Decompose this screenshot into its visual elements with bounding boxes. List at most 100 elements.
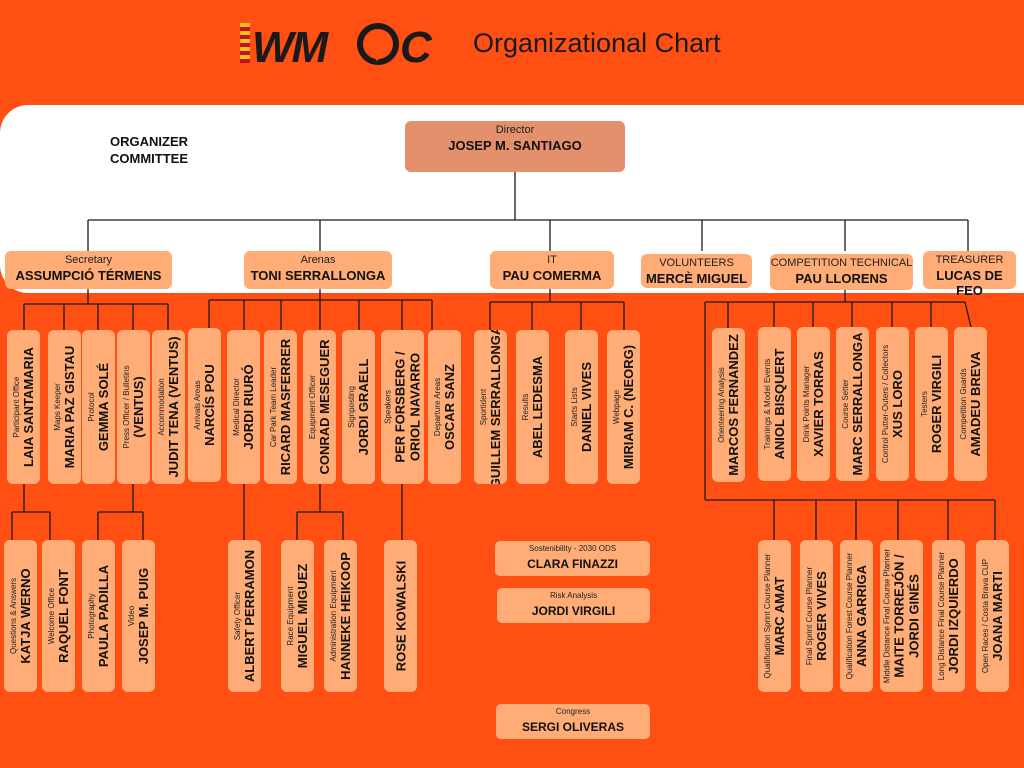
director-box: Director JOSEP M. SANTIAGO [405, 121, 625, 172]
logo-c: C [400, 23, 433, 68]
catalan-flag-icon [240, 23, 250, 63]
member-role: Maps Keeper [52, 383, 62, 431]
head-name: TONI SERRALLONGA [250, 268, 386, 283]
member-name: KATJA WERNO [17, 568, 33, 664]
member-name: MIRIAM C. (NEORG) [620, 344, 636, 470]
member-name: DANIEL VIVES [578, 361, 594, 453]
member-name: CONRAD MESEGUER [316, 339, 332, 475]
head-role: VOLUNTEERS [659, 257, 734, 269]
member-role: Photography [86, 593, 96, 639]
member-role: Safety Officer [232, 591, 242, 641]
member-role: Administration Equipment [328, 570, 338, 662]
member-name: ABEL LEDESMA [529, 355, 545, 459]
member-role: Open Races / Costa Brava CUP [980, 558, 990, 674]
member-name: GEMMA SOLÉ [95, 362, 111, 452]
head-name: ASSUMPCIÓ TÉRMENS [15, 268, 162, 283]
member-name: MARC SERRALLONGA [849, 332, 865, 476]
head-role: IT [547, 254, 557, 266]
member-role: Welcome Office [46, 587, 56, 645]
head-box-treasurer: TREASURER LUCAS DE FEO [923, 251, 1016, 298]
member-role: Starts Lists [569, 387, 579, 427]
member-name: JOSEP M. PUIG [135, 567, 151, 665]
member-role: Equipment Officer [307, 375, 317, 439]
member-name: GUILLEM SERRALLONGA [487, 330, 503, 484]
member-name: HANNEKE HEIKOOP [337, 552, 353, 680]
head-role: TREASURER [935, 254, 1004, 266]
member-role: Departure Areas [432, 377, 442, 437]
member-role: Qualification Forest Course Planner [844, 552, 854, 680]
wmoc-logo: WM C [240, 23, 433, 68]
member-name: MAITE TORREJÓN /JORDI GINÉS [891, 554, 921, 678]
member-name: ROGER VIRGILI [928, 354, 944, 454]
member-name: RICARD MASFERRER [277, 338, 293, 476]
member-role: Long Distance Final Course Planner [936, 551, 946, 681]
member-role: Press Officer / Bulletins [121, 365, 131, 449]
runner-icon [357, 23, 399, 65]
center-role: Risk Analysis [549, 591, 598, 600]
member-role: Webpage [611, 389, 621, 425]
member-role: Participant Office [11, 376, 21, 438]
member-role: Course Setter [840, 379, 850, 429]
member-name: ROGER VIVES [813, 571, 829, 661]
head-box-competition: COMPETITION TECHNICAL PAU LLORENS [770, 254, 913, 290]
member-role: Results [520, 393, 530, 421]
member-role: Medical Director [231, 378, 241, 436]
member-name: LAIA SANTAMARIA [20, 347, 36, 467]
member-name: RAQUEL FONT [55, 569, 71, 663]
head-box-it: IT PAU COMERMA [490, 251, 614, 289]
row2-member-8: ROSE KOWALSKI [384, 540, 417, 692]
head-name: LUCAS DE FEO [936, 268, 1003, 298]
director-role: Director [495, 124, 535, 136]
member-role: Arrivals Areas [192, 380, 202, 430]
head-name: PAU COMERMA [502, 268, 602, 283]
member-name: XAVIER TORRAS [810, 351, 826, 457]
member-role: Control Putter-Outers / Collectors [880, 344, 890, 464]
member-role: Sportident [478, 388, 488, 426]
member-name: ANIOL BISQUERT [771, 348, 787, 460]
organizer-committee-label: ORGANIZER COMMITTEE [110, 134, 188, 166]
member-name: AMADEU BREVA [967, 351, 983, 457]
head-name: PAU LLORENS [795, 271, 888, 286]
head-role: COMPETITION TECHNICAL [770, 257, 913, 269]
member-name: NARCÍS POU [201, 364, 217, 446]
member-name: MARC AMAT [771, 576, 787, 656]
member-name: MIGUEL MIGUEZ [294, 563, 310, 669]
member-name: (VENTUS) [130, 376, 146, 438]
member-name: ANNA GARRIGA [853, 564, 869, 668]
row1-member-4: Press Officer / Bulletins(VENTUS) [117, 330, 150, 484]
member-name: JORDI RIURÓ [240, 364, 256, 450]
head-role: Secretary [64, 254, 113, 266]
member-name: JORDI GRAELL [355, 358, 371, 456]
center-name: JORDI VIRGILI [531, 604, 616, 618]
